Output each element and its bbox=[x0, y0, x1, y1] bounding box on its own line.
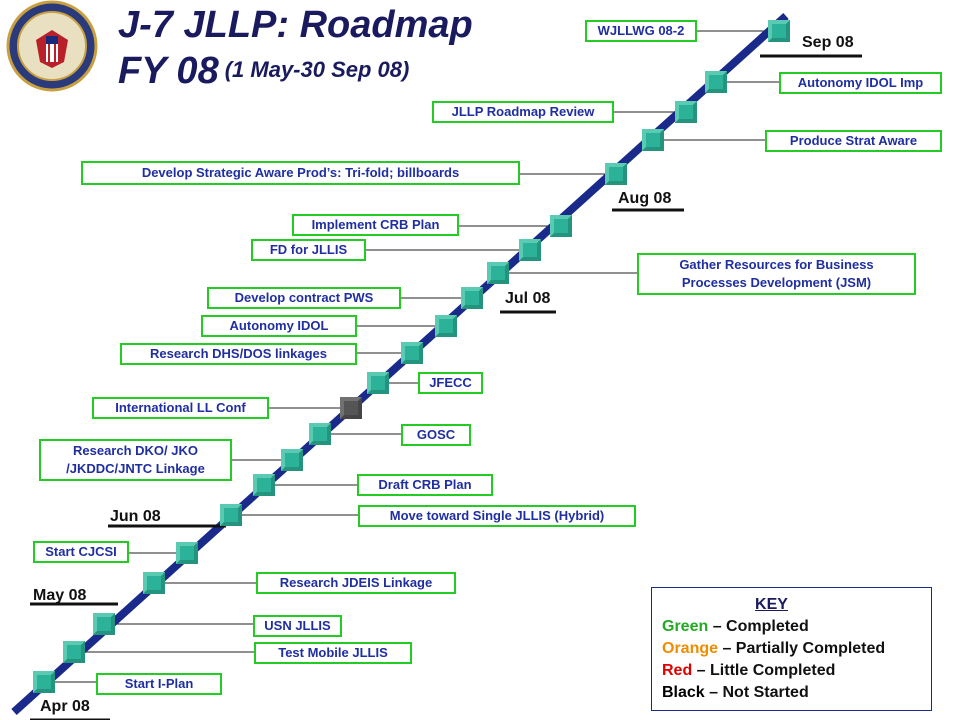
milestone-marker-completed bbox=[642, 129, 664, 151]
milestone-box-wjllwg-08-2: WJLLWG 08-2 bbox=[585, 20, 697, 42]
legend-black-word: Black bbox=[662, 684, 705, 701]
milestone-marker-completed bbox=[220, 504, 242, 526]
legend-row-orange: Orange – Partially Completed bbox=[662, 638, 921, 660]
month-label-sep: Sep 08 bbox=[802, 34, 854, 51]
milestone-marker-completed bbox=[143, 572, 165, 594]
milestone-marker-completed bbox=[768, 20, 790, 42]
milestone-box-single-jllis: Move toward Single JLLIS (Hybrid) bbox=[358, 505, 636, 527]
milestone-box-gosc: GOSC bbox=[401, 424, 471, 446]
month-label-apr: Apr 08 bbox=[40, 698, 90, 715]
page-title-fy: FY 08 bbox=[118, 50, 219, 92]
milestone-box-jfecc: JFECC bbox=[418, 372, 483, 394]
legend-red-desc: – Little Completed bbox=[692, 662, 836, 679]
page-title-line2: FY 08(1 May-30 Sep 08) bbox=[118, 50, 409, 93]
milestone-marker-completed bbox=[33, 671, 55, 693]
milestone-marker-completed bbox=[435, 315, 457, 337]
month-label-jul: Jul 08 bbox=[505, 290, 551, 307]
milestone-marker-completed bbox=[176, 542, 198, 564]
milestone-box-start-i-plan: Start I-Plan bbox=[96, 673, 222, 695]
milestone-box-research-dko-jko-line1: Research DKO/ JKO bbox=[73, 443, 198, 459]
milestone-marker-completed bbox=[605, 163, 627, 185]
page-title-line1: J-7 JLLP: Roadmap bbox=[118, 4, 473, 46]
milestone-box-jllp-roadmap-review: JLLP Roadmap Review bbox=[432, 101, 614, 123]
milestone-box-implement-crb-plan: Implement CRB Plan bbox=[292, 214, 459, 236]
milestone-marker-completed bbox=[487, 262, 509, 284]
milestone-box-gather-resources-line2: Processes Development (JSM) bbox=[681, 275, 872, 290]
legend-title: KEY bbox=[755, 596, 788, 613]
milestone-box-research-jdeis: Research JDEIS Linkage bbox=[256, 572, 456, 594]
month-label-jun: Jun 08 bbox=[110, 508, 161, 525]
milestone-marker-completed bbox=[401, 342, 423, 364]
milestone-marker-completed bbox=[309, 423, 331, 445]
milestone-marker-completed bbox=[705, 71, 727, 93]
legend-key: KEY Green – Completed Orange – Partially… bbox=[651, 587, 932, 711]
milestone-marker-completed bbox=[93, 613, 115, 635]
legend-green-desc: – Completed bbox=[708, 618, 809, 635]
legend-red-word: Red bbox=[662, 662, 693, 679]
joint-staff-seal-logo bbox=[6, 0, 98, 92]
milestone-box-draft-crb-plan: Draft CRB Plan bbox=[357, 474, 493, 496]
milestone-markers bbox=[33, 20, 790, 693]
milestone-marker-completed bbox=[253, 474, 275, 496]
legend-orange-word: Orange bbox=[662, 640, 719, 657]
page-subtitle-dates: (1 May-30 Sep 08) bbox=[224, 57, 410, 82]
milestone-marker-completed bbox=[63, 641, 85, 663]
legend-row-red: Red – Little Completed bbox=[662, 660, 921, 682]
legend-row-black: Black – Not Started bbox=[662, 682, 921, 704]
milestone-marker-completed bbox=[675, 101, 697, 123]
legend-green-word: Green bbox=[662, 618, 709, 635]
milestone-box-research-dhs-dos: Research DHS/DOS linkages bbox=[120, 343, 357, 365]
milestone-box-international-ll-conf: International LL Conf bbox=[92, 397, 269, 419]
milestone-box-autonomy-idol-imp: Autonomy IDOL Imp bbox=[779, 72, 942, 94]
milestone-box-develop-contract-pws: Develop contract PWS bbox=[207, 287, 401, 309]
milestone-box-research-dko-jko: Research DKO/ JKO/JKDDC/JNTC Linkage bbox=[39, 439, 232, 481]
milestone-box-usn-jllis: USN JLLIS bbox=[253, 615, 342, 637]
milestone-box-autonomy-idol: Autonomy IDOL bbox=[201, 315, 357, 337]
milestone-marker-completed bbox=[367, 372, 389, 394]
milestone-box-start-cjcsi: Start CJCSI bbox=[33, 541, 129, 563]
legend-row-green: Green – Completed bbox=[662, 616, 921, 638]
milestone-marker-completed bbox=[550, 215, 572, 237]
milestone-box-produce-strat-aware: Produce Strat Aware bbox=[765, 130, 942, 152]
month-label-aug: Aug 08 bbox=[618, 190, 672, 207]
month-label-may: May 08 bbox=[33, 587, 87, 604]
milestone-box-research-dko-jko-line2: /JKDDC/JNTC Linkage bbox=[66, 461, 205, 476]
legend-orange-desc: – Partially Completed bbox=[718, 640, 886, 657]
milestone-marker-not-started bbox=[340, 397, 362, 419]
month-rule-lines bbox=[30, 54, 862, 720]
milestone-marker-completed bbox=[281, 449, 303, 471]
milestone-box-fd-for-jllis: FD for JLLIS bbox=[251, 239, 366, 261]
milestone-box-test-mobile-jllis: Test Mobile JLLIS bbox=[254, 642, 412, 664]
milestone-marker-completed bbox=[461, 287, 483, 309]
legend-black-desc: – Not Started bbox=[704, 684, 809, 701]
milestone-box-develop-strategic-aware: Develop Strategic Aware Prod’s: Tri-fold… bbox=[81, 161, 520, 185]
milestone-box-gather-resources-line1: Gather Resources for Business bbox=[679, 257, 874, 273]
milestone-marker-completed bbox=[519, 239, 541, 261]
